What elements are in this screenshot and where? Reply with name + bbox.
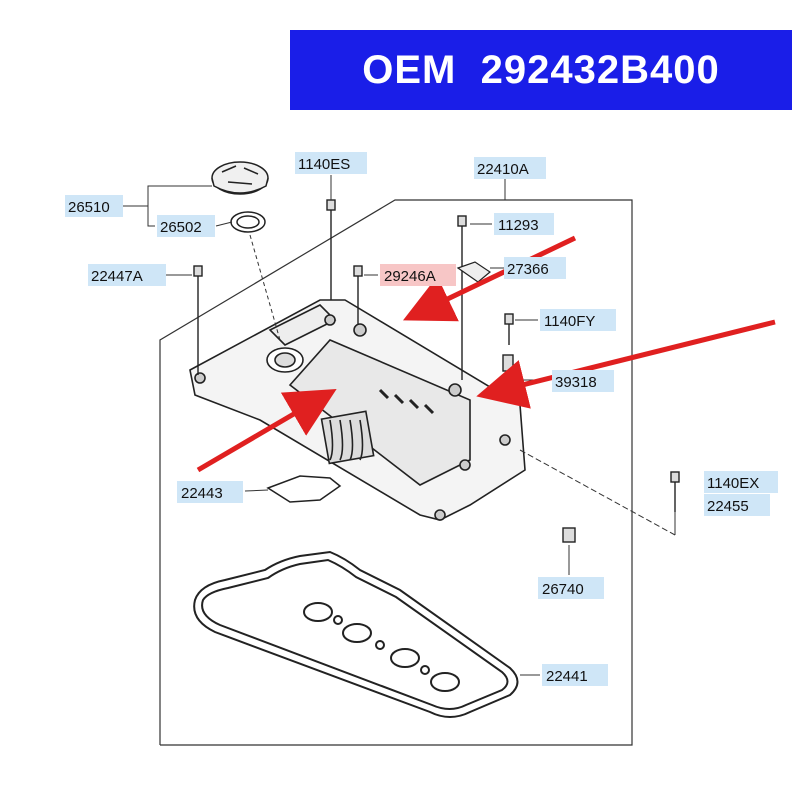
part-label: 22443	[177, 481, 243, 503]
part-label: 11293	[494, 213, 554, 235]
part-label: 29246A	[380, 264, 456, 286]
svg-text:39318: 39318	[555, 374, 597, 391]
svg-text:29246A: 29246A	[384, 268, 436, 285]
oem-banner: OEM 292432B400	[290, 30, 792, 110]
small-gasket-drawing	[266, 475, 342, 503]
svg-text:22447A: 22447A	[91, 268, 143, 285]
part-label: 22455	[704, 494, 770, 516]
svg-text:1140EX: 1140EX	[707, 475, 759, 492]
red-arrow-icon	[196, 235, 776, 473]
part-label: 22410A	[474, 157, 546, 179]
svg-text:26740: 26740	[542, 581, 584, 598]
cover-gasket-drawing	[193, 550, 519, 718]
bracket-drawing	[456, 261, 492, 283]
part-label: 1140FY	[540, 309, 616, 331]
part-label: 26740	[538, 577, 604, 599]
cap-gasket-drawing	[230, 211, 266, 233]
part-label: 22447A	[88, 264, 166, 286]
svg-text:22441: 22441	[546, 668, 588, 685]
part-label: 26502	[157, 215, 215, 237]
svg-text:26510: 26510	[68, 199, 110, 216]
part-labels: 26510 26502 1140ES 22410A 11293 22447A 2…	[65, 152, 778, 686]
valve-cover-drawing	[189, 299, 526, 521]
svg-text:26502: 26502	[160, 219, 202, 236]
svg-text:1140FY: 1140FY	[544, 313, 595, 330]
part-label: 1140EX	[704, 471, 778, 493]
svg-text:22455: 22455	[707, 498, 749, 515]
diagram-frame	[159, 199, 633, 746]
svg-text:22443: 22443	[181, 485, 223, 502]
part-label: 39318	[552, 370, 614, 392]
part-label: 1140ES	[295, 152, 367, 174]
part-label: 26510	[65, 195, 123, 217]
oem-title: OEM 292432B400	[362, 47, 720, 92]
cap-icon	[211, 161, 269, 195]
svg-text:11293: 11293	[498, 217, 539, 234]
part-label: 22441	[542, 664, 608, 686]
svg-text:1140ES: 1140ES	[298, 156, 350, 173]
svg-text:22410A: 22410A	[477, 161, 529, 178]
leader-lines	[122, 175, 676, 676]
svg-text:27366: 27366	[507, 261, 549, 278]
part-label: 27366	[504, 257, 566, 279]
